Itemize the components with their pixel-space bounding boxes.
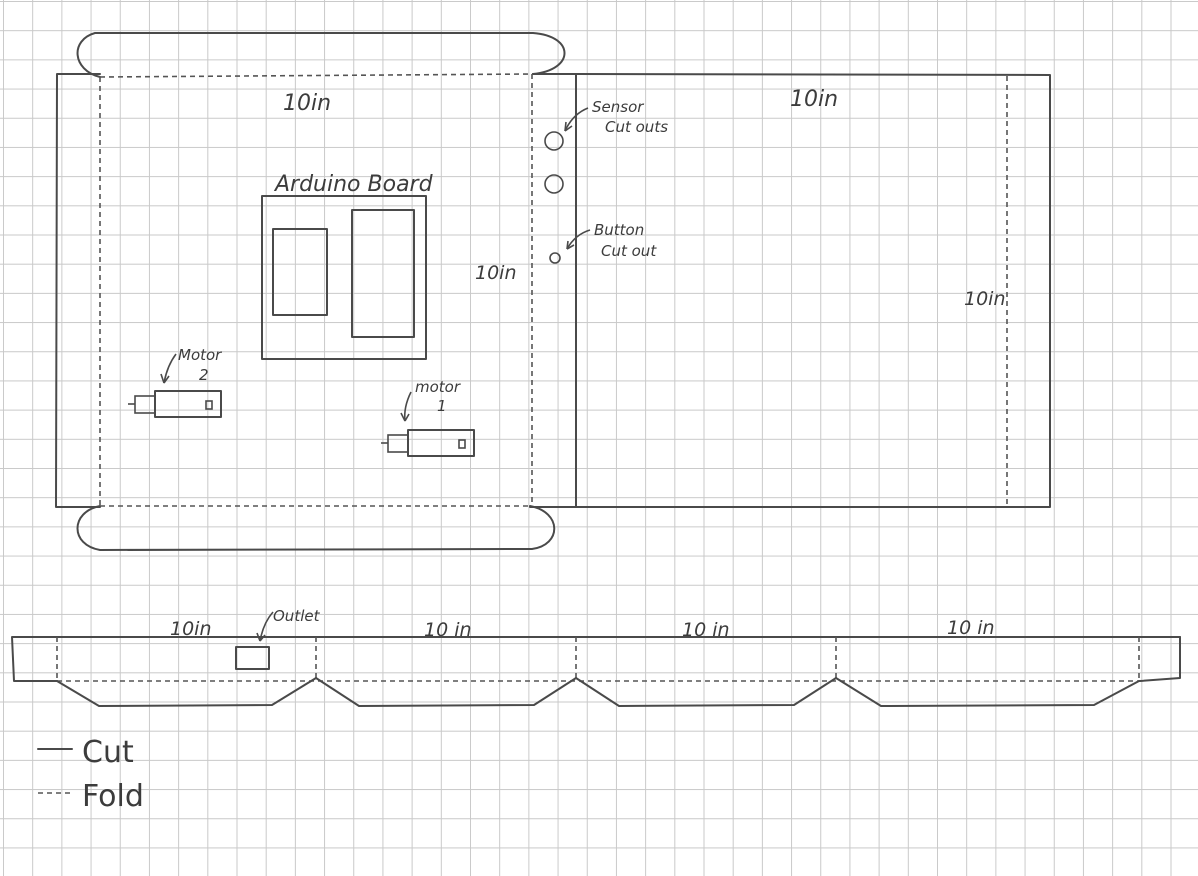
legend [37, 748, 73, 794]
motor-1-label-1: motor [415, 378, 461, 396]
strip-segment-2-label: 10 in [424, 619, 472, 641]
strip-segment-3-label: 10 in [682, 619, 730, 641]
motor-2-label-2: 2 [199, 366, 209, 384]
outlet-label: Outlet [273, 607, 321, 625]
motor-2 [128, 353, 222, 418]
arduino-board [261, 195, 427, 360]
left-panel [55, 32, 577, 551]
right-panel [575, 73, 1051, 508]
right-height-label: 10in [964, 288, 1006, 310]
button-label-1: Button [594, 221, 644, 239]
sensor-label-2: Cut outs [605, 118, 668, 136]
side-strip [11, 611, 1181, 707]
button-cutout [549, 229, 591, 264]
strip-segment-4-label: 10 in [947, 617, 995, 639]
motor-1-label-2: 1 [437, 397, 447, 415]
button-label-2: Cut out [601, 242, 657, 260]
legend-fold-label: Fold [82, 779, 144, 814]
arduino-label: Arduino Board [273, 172, 434, 197]
right-panel-width-label: 10in [790, 87, 838, 112]
strip-segment-1-label: 10in [170, 618, 212, 640]
middle-height-label: 10in [475, 262, 517, 284]
motor-2-label-1: Motor [178, 346, 222, 364]
motor-1 [381, 391, 475, 457]
top-panel-width-label: 10in [283, 91, 331, 116]
sensor-cutouts [544, 107, 589, 194]
legend-cut-label: Cut [82, 735, 134, 770]
sensor-label-1: Sensor [592, 98, 644, 116]
